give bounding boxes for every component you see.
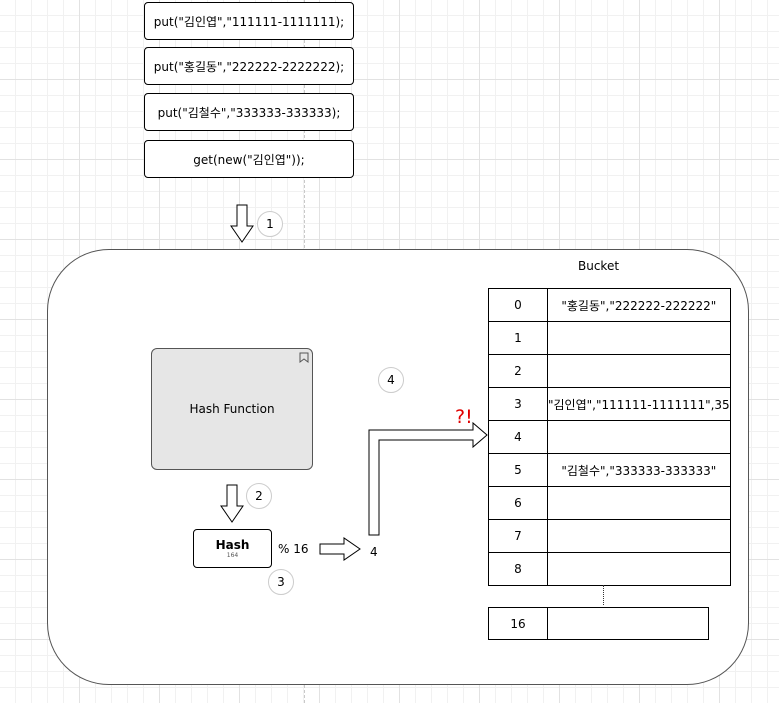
index-result: 4 <box>370 545 378 559</box>
step-1-badge: 1 <box>257 211 283 237</box>
bucket-index: 5 <box>488 453 548 487</box>
ellipsis-dots <box>603 585 604 605</box>
step-3-label: 3 <box>277 575 285 589</box>
bucket-row[interactable]: 6 <box>488 486 731 520</box>
bucket-index: 6 <box>488 486 548 520</box>
bucket-index: 8 <box>488 552 548 586</box>
put-operation-3-label: put("김철수","333333-333333); <box>157 105 341 120</box>
bucket-index: 2 <box>488 354 548 388</box>
collision-mark: ?! <box>455 406 473 428</box>
step-4-badge: 4 <box>378 367 404 393</box>
step-4-label: 4 <box>387 373 395 387</box>
bucket-row[interactable]: 16 <box>488 607 709 640</box>
step-2-badge: 2 <box>246 483 272 509</box>
bucket-index: 1 <box>488 321 548 355</box>
bucket-entry <box>547 486 731 520</box>
step-2-label: 2 <box>255 489 263 503</box>
put-operation-2-label: put("홍길동","222222-2222222); <box>153 59 345 74</box>
step-1-label: 1 <box>266 217 274 231</box>
hash-function-label: Hash Function <box>189 402 275 416</box>
bucket-index: 7 <box>488 519 548 553</box>
bucket-row[interactable]: 8 <box>488 552 731 586</box>
down-arrow-icon <box>220 484 244 523</box>
bucket-index: 3 <box>488 387 548 421</box>
bucket-table: 0 "홍길동","222222-222222" 1 2 3 "김인엽","111… <box>488 288 731 586</box>
bucket-index: 4 <box>488 420 548 454</box>
bucket-title: Bucket <box>578 259 620 273</box>
bucket-row[interactable]: 0 "홍길동","222222-222222" <box>488 288 731 322</box>
bucket-row[interactable]: 4 <box>488 420 731 454</box>
bucket-entry: "김인엽","111111-1111111",35 <box>547 387 731 421</box>
get-operation-label: get(new("김인엽")); <box>193 152 305 167</box>
bucket-entry <box>547 552 731 586</box>
hash-box[interactable]: Hash 164 <box>193 529 272 568</box>
bent-arrow-icon <box>368 421 488 536</box>
bucket-row[interactable]: 7 <box>488 519 731 553</box>
bucket-last-table: 16 <box>488 607 709 640</box>
bucket-row[interactable]: 3 "김인엽","111111-1111111",35 <box>488 387 731 421</box>
bucket-entry: "홍길동","222222-222222" <box>547 288 731 322</box>
put-operation-1-label: put("김인엽","111111-1111111); <box>153 14 345 29</box>
hash-function-box[interactable]: Hash Function <box>151 348 313 470</box>
right-arrow-icon <box>319 537 361 561</box>
bucket-row[interactable]: 5 "김철수","333333-333333" <box>488 453 731 487</box>
bucket-entry <box>547 354 731 388</box>
put-operation-1[interactable]: put("김인엽","111111-1111111); <box>144 2 354 40</box>
bucket-entry <box>547 420 731 454</box>
down-arrow-icon <box>230 204 254 243</box>
bucket-entry <box>547 607 709 640</box>
bucket-entry: "김철수","333333-333333" <box>547 453 731 487</box>
hash-label: Hash <box>215 538 250 552</box>
step-3-badge: 3 <box>268 569 294 595</box>
bucket-entry <box>547 321 731 355</box>
bookmark-icon <box>299 352 309 363</box>
modulo-label: % 16 <box>278 542 309 556</box>
get-operation[interactable]: get(new("김인엽")); <box>144 140 354 178</box>
put-operation-2[interactable]: put("홍길동","222222-2222222); <box>144 47 354 85</box>
bucket-entry <box>547 519 731 553</box>
bucket-row[interactable]: 2 <box>488 354 731 388</box>
bucket-index: 16 <box>488 607 548 640</box>
bucket-index: 0 <box>488 288 548 322</box>
put-operation-3[interactable]: put("김철수","333333-333333); <box>144 93 354 131</box>
bucket-row[interactable]: 1 <box>488 321 731 355</box>
hash-value: 164 <box>226 552 239 559</box>
